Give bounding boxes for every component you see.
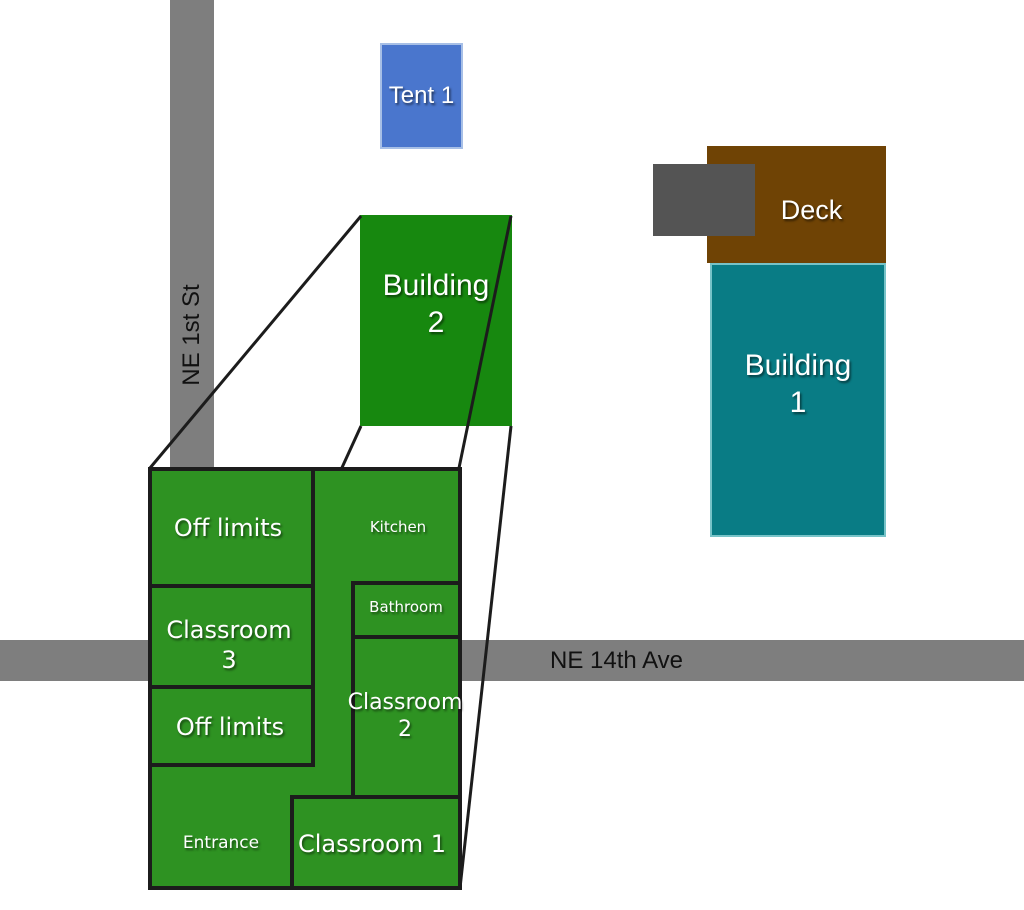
deck-label: Deck xyxy=(780,195,843,225)
room-kitchen: Kitchen xyxy=(369,518,427,536)
tent-1: Tent 1 xyxy=(380,43,463,149)
tent-1-label: Tent 1 xyxy=(388,82,455,109)
building-2-floor-plan: Off limits Kitchen Classroom 3 Bathroom … xyxy=(148,467,462,890)
room-classroom-2: Classroom 2 xyxy=(348,689,463,743)
building-2-label: Building 2 xyxy=(383,267,490,341)
wall-bathroom-top xyxy=(351,581,458,585)
building-1-label: Building 1 xyxy=(745,347,852,421)
building-1: Building 1 xyxy=(710,263,886,537)
room-bathroom: Bathroom xyxy=(369,598,443,616)
building-2: Building 2 xyxy=(360,215,512,426)
room-classroom-3: Classroom 3 xyxy=(166,615,291,675)
utility-box xyxy=(653,164,755,236)
wall-offlimits2-bottom xyxy=(152,763,315,767)
room-classroom-3-number: 3 xyxy=(221,646,237,674)
wall-classroom1-left xyxy=(290,795,294,886)
room-classroom-2-number: 2 xyxy=(397,717,412,742)
building-2-number: 2 xyxy=(427,305,445,339)
room-classroom-1: Classroom 1 xyxy=(297,830,447,858)
room-off-limits-2: Off limits xyxy=(175,713,285,741)
wall-bathroom-bottom xyxy=(351,635,458,639)
room-entrance: Entrance xyxy=(182,833,260,853)
building-2-name: Building xyxy=(382,268,490,302)
wall-classroom1-top xyxy=(290,795,458,799)
street-ne-1st-label: NE 1st St xyxy=(178,284,205,386)
building-1-number: 1 xyxy=(789,386,807,419)
building-1-name: Building xyxy=(744,349,852,382)
room-off-limits-1: Off limits xyxy=(173,514,283,542)
wall-offlimits1-bottom xyxy=(152,584,315,588)
room-classroom-3-name: Classroom xyxy=(166,616,292,644)
street-ne-14th-label: NE 14th Ave xyxy=(550,646,683,674)
wall-main-divider xyxy=(311,471,315,767)
room-classroom-2-name: Classroom xyxy=(347,690,463,715)
wall-classroom3-bottom xyxy=(152,685,315,689)
